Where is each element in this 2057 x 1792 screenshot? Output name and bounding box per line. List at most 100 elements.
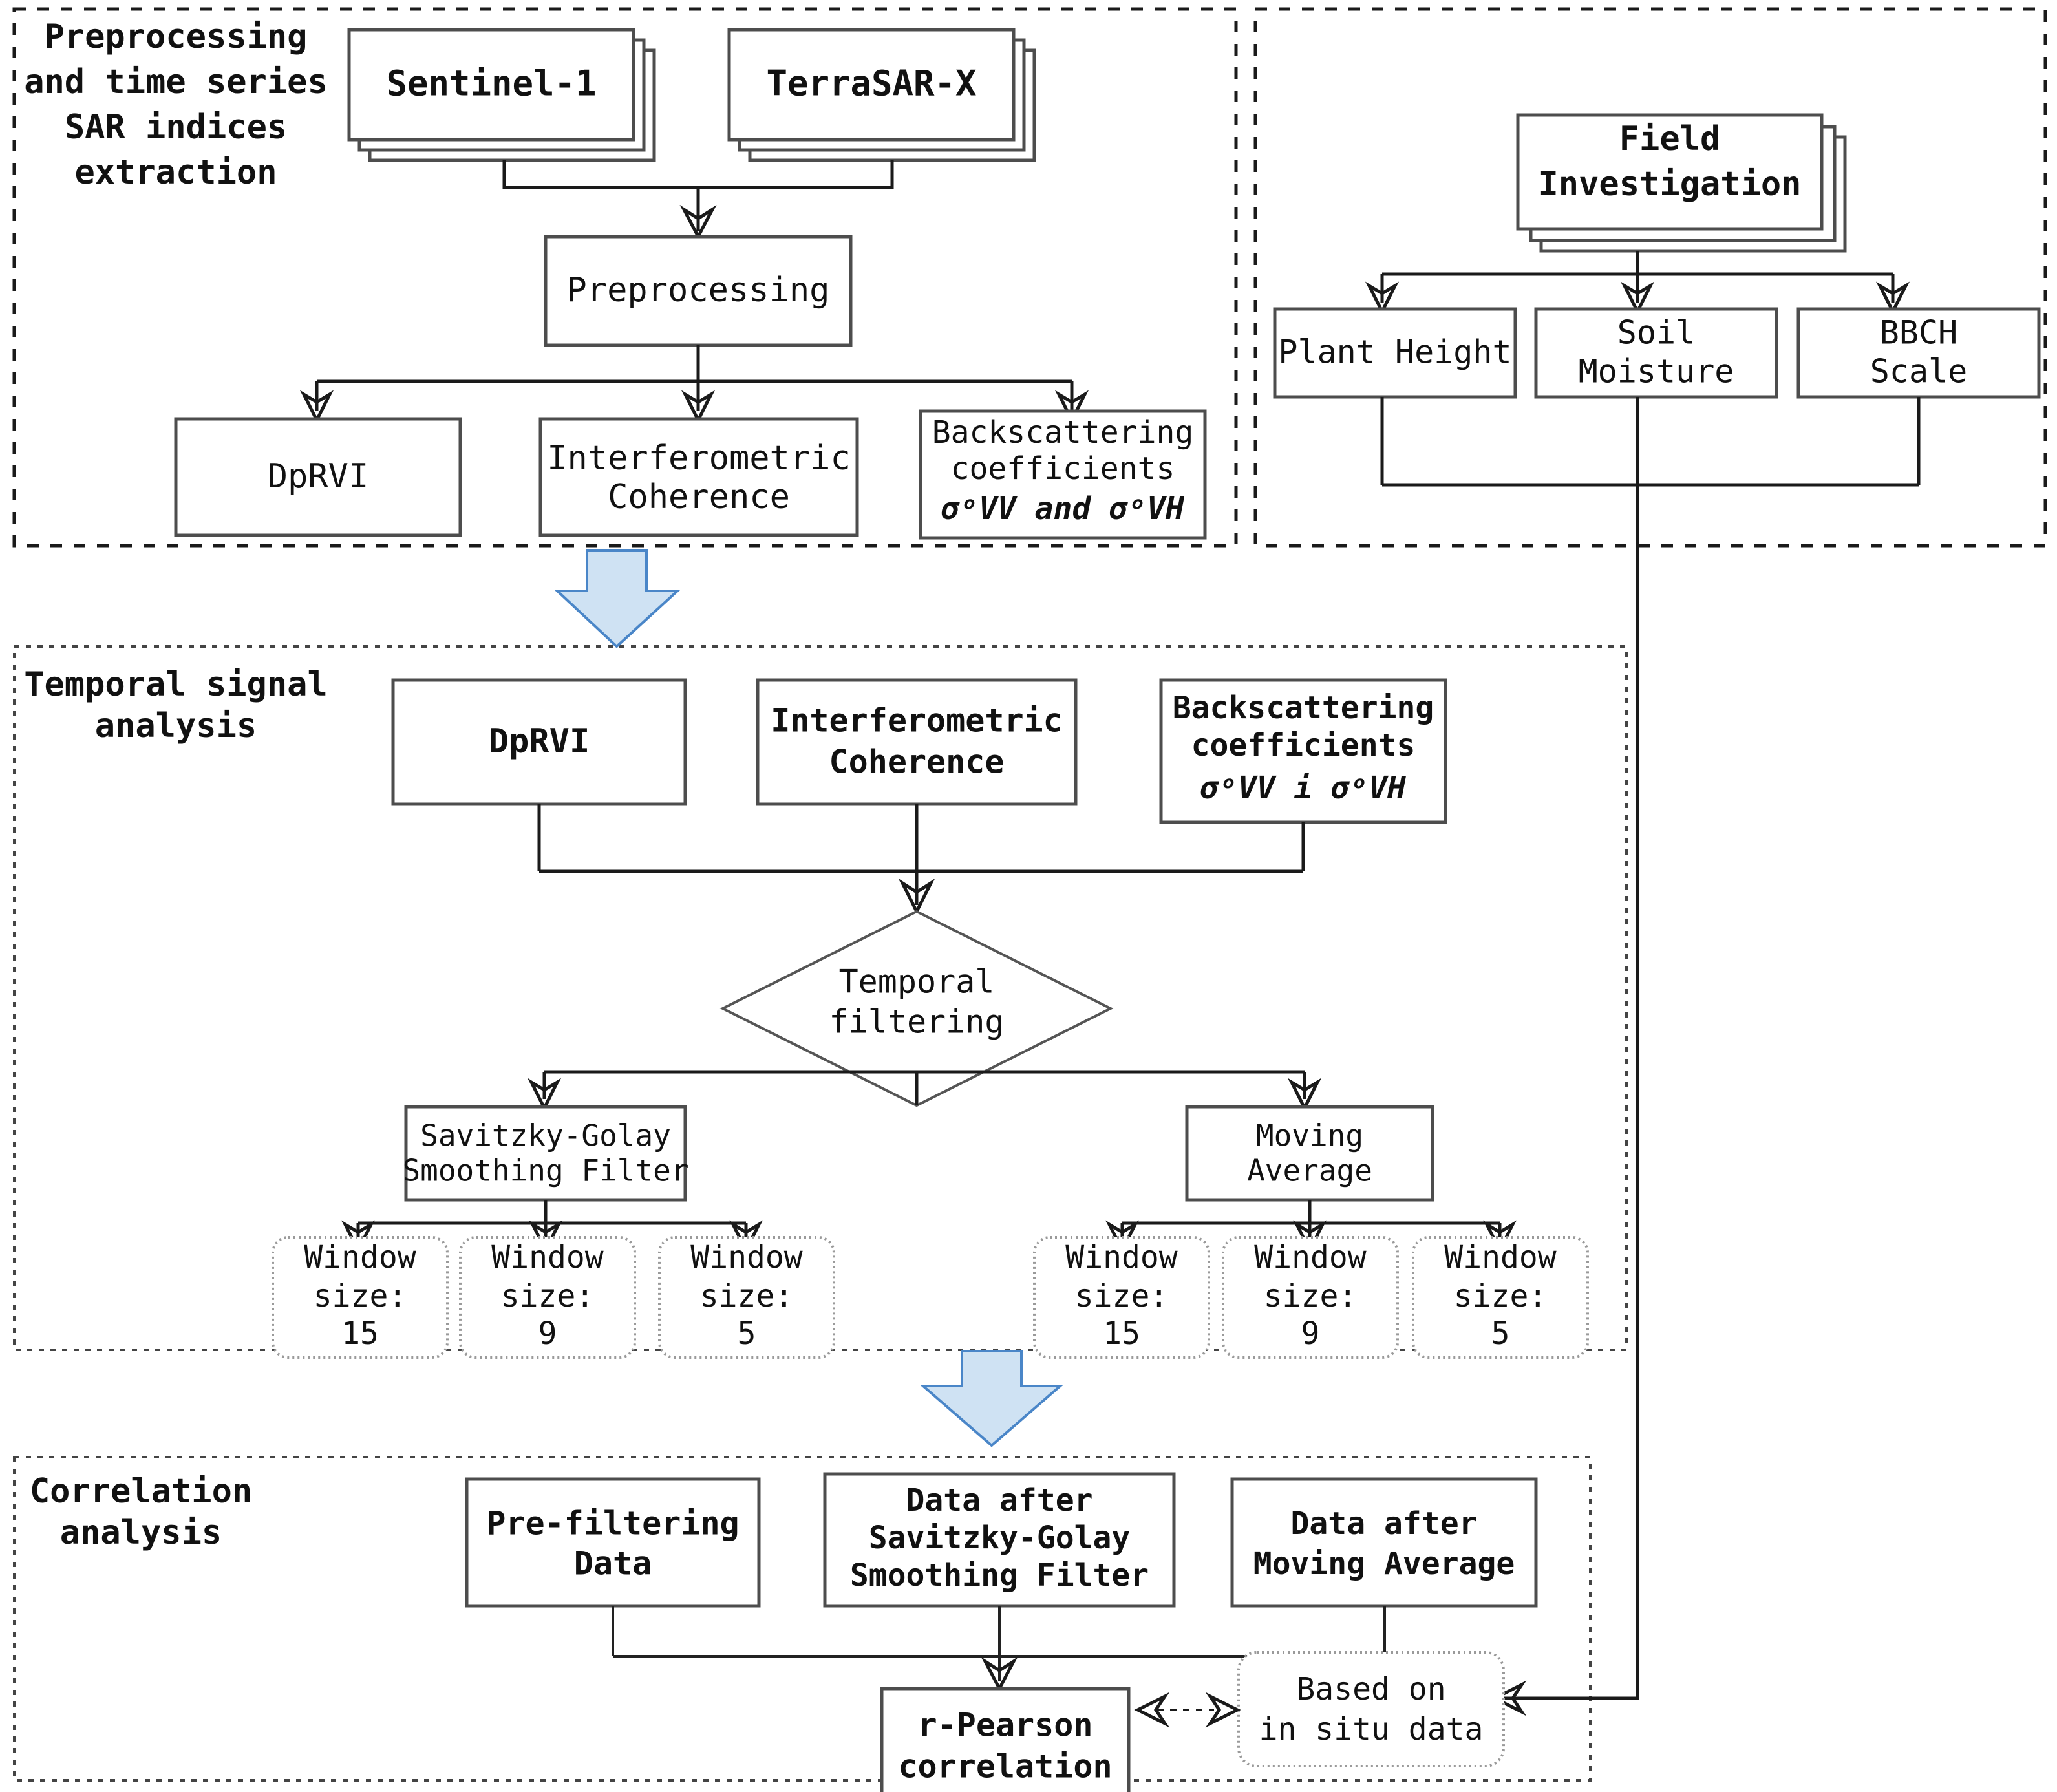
dprvi-top-label: DpRVI xyxy=(268,457,369,496)
backscatter-top-line2: coefficients xyxy=(951,451,1175,487)
panel-correlation-analysis xyxy=(13,1456,1592,1782)
data-after-moving-average-node[interactable]: Data after Moving Average xyxy=(1230,1477,1538,1608)
arrowhead-ma-w15 xyxy=(1105,1220,1140,1254)
moving-average-node[interactable]: Moving Average xyxy=(1185,1105,1434,1202)
arrowhead-savgol xyxy=(527,1078,562,1112)
dprvi-mid-node[interactable]: DpRVI xyxy=(391,678,687,806)
label-line: SAR indices xyxy=(65,108,287,147)
window-value: 15 xyxy=(341,1316,379,1352)
prefilter-line2: Data xyxy=(574,1545,652,1583)
arrowhead-savgol-w9 xyxy=(528,1220,563,1254)
backscatter-top-line1: Backscattering xyxy=(932,414,1194,451)
savgol-window-5[interactable]: Window size: 5 xyxy=(658,1236,835,1359)
savgol-window-15[interactable]: Window size: 15 xyxy=(272,1236,449,1359)
window-value: 9 xyxy=(1301,1316,1320,1352)
field-investigation-node[interactable]: Field Investigation xyxy=(1516,113,1847,253)
sentinel1-label: Sentinel-1 xyxy=(386,63,596,104)
coherence-mid-line1: Interferometric xyxy=(771,702,1063,740)
window-word: Window xyxy=(1065,1239,1177,1275)
data-after-savgol-node[interactable]: Data after Savitzky-Golay Smoothing Filt… xyxy=(823,1472,1176,1608)
backscatter-mid-line2: coefficients xyxy=(1191,727,1416,763)
coherence-mid-node[interactable]: Interferometric Coherence xyxy=(756,678,1078,806)
backscatter-mid-node[interactable]: Backscattering coefficients σᵒVV i σᵒVH xyxy=(1159,678,1447,824)
label-line: Correlation xyxy=(30,1472,252,1511)
panel-preprocessing xyxy=(12,7,1238,548)
size-word: size: xyxy=(314,1278,407,1314)
bbch-line2: Scale xyxy=(1870,353,1968,390)
temporal-filtering-line1: Temporal xyxy=(839,963,995,1001)
window-word: Window xyxy=(491,1239,603,1275)
coherence-top-line2: Coherence xyxy=(608,478,790,517)
arrowhead-insitu-left xyxy=(1205,1692,1241,1728)
savgol-window-9[interactable]: Window size: 9 xyxy=(459,1236,636,1359)
backscatter-top-line3: σᵒVV and σᵒVH xyxy=(941,491,1185,527)
after-ma-line2: Moving Average xyxy=(1253,1546,1515,1582)
soil-moisture-node[interactable]: Soil Moisture xyxy=(1534,307,1778,399)
coherence-mid-line2: Coherence xyxy=(829,743,1005,781)
field-investigation-line1: Field xyxy=(1619,120,1721,158)
after-savgol-line2: Savitzky-Golay xyxy=(869,1520,1131,1556)
size-word: size: xyxy=(700,1278,794,1314)
after-ma-line1: Data after xyxy=(1291,1506,1478,1542)
terrasarx-node[interactable]: TerraSAR-X xyxy=(727,28,1036,162)
arrowhead-bbch xyxy=(1875,281,1910,315)
edge-filtering-horizontal xyxy=(542,1070,1306,1105)
soil-moisture-line2: Moisture xyxy=(1579,353,1734,390)
window-value: 5 xyxy=(738,1316,756,1352)
moving-average-window-9[interactable]: Window size: 9 xyxy=(1222,1236,1399,1359)
moving-average-window-5[interactable]: Window size: 5 xyxy=(1412,1236,1589,1359)
dprvi-mid-label: DpRVI xyxy=(489,722,590,761)
moving-average-line1: Moving xyxy=(1256,1118,1363,1153)
field-investigation-line2: Investigation xyxy=(1539,165,1802,204)
temporal-filtering-line2: filtering xyxy=(829,1003,1005,1041)
terrasarx-label: TerraSAR-X xyxy=(766,63,976,104)
section-flow-arrow-1 xyxy=(553,549,681,648)
savgol-node[interactable]: Savitzky-Golay Smoothing Filter xyxy=(402,1105,689,1202)
backscatter-top-node[interactable]: Backscattering coefficients σᵒVV and σᵒV… xyxy=(919,409,1207,540)
window-word: Window xyxy=(690,1239,802,1275)
soil-moisture-line1: Soil xyxy=(1617,314,1695,352)
dprvi-top-node[interactable]: DpRVI xyxy=(174,417,462,537)
size-word: size: xyxy=(1454,1278,1548,1314)
pearson-line2: correlation xyxy=(898,1748,1112,1786)
edge-sources-to-preprocessing xyxy=(502,160,894,231)
bbch-line1: BBCH xyxy=(1880,314,1957,352)
after-savgol-line3: Smoothing Filter xyxy=(850,1557,1149,1594)
label-line: extraction xyxy=(74,153,277,192)
arrowhead-savgol-w5 xyxy=(729,1220,763,1254)
window-word: Window xyxy=(1444,1239,1556,1275)
label-line: and time series xyxy=(24,63,328,101)
insitu-line2: in situ data xyxy=(1259,1711,1484,1747)
window-value: 5 xyxy=(1491,1316,1510,1352)
preprocessing-label: Preprocessing xyxy=(567,271,830,310)
window-word: Window xyxy=(304,1239,416,1275)
plant-height-node[interactable]: Plant Height xyxy=(1273,307,1517,399)
label-line: Preprocessing xyxy=(45,17,308,56)
edge-field-to-insitu xyxy=(1502,485,1639,1700)
sentinel1-node[interactable]: Sentinel-1 xyxy=(347,28,656,162)
arrowhead-dprvi-top xyxy=(299,390,334,424)
backscatter-mid-line1: Backscattering xyxy=(1173,690,1434,726)
temporal-filtering-node[interactable]: Temporal filtering xyxy=(719,910,1114,1107)
pearson-correlation-node[interactable]: r-Pearson correlation xyxy=(880,1687,1131,1792)
preprocessing-node[interactable]: Preprocessing xyxy=(544,235,853,347)
size-word: size: xyxy=(1264,1278,1358,1314)
arrowhead-ma-w5 xyxy=(1482,1220,1517,1254)
window-word: Window xyxy=(1254,1239,1366,1275)
arrowhead-temporal-filtering xyxy=(898,879,935,915)
savgol-line2: Smoothing Filter xyxy=(402,1153,688,1188)
label-line: analysis xyxy=(95,707,257,745)
based-on-insitu-node[interactable]: Based on in situ data xyxy=(1237,1651,1505,1767)
coherence-top-node[interactable]: Interferometric Coherence xyxy=(538,417,859,537)
edge-preprocessing-split xyxy=(315,345,1074,411)
panel-field-investigation xyxy=(1253,7,2047,548)
window-value: 9 xyxy=(538,1316,557,1352)
backscatter-mid-line3: σᵒVV i σᵒVH xyxy=(1200,770,1407,806)
edge-field-merge-down xyxy=(1380,397,1921,487)
bbch-scale-node[interactable]: BBCH Scale xyxy=(1796,307,2041,399)
moving-average-window-15[interactable]: Window size: 15 xyxy=(1033,1236,1210,1359)
prefiltering-data-node[interactable]: Pre-filtering Data xyxy=(465,1477,761,1608)
coherence-top-line1: Interferometric xyxy=(547,439,851,478)
pearson-line1: r-Pearson xyxy=(918,1707,1093,1744)
arrowhead-soil-moisture xyxy=(1620,281,1655,315)
